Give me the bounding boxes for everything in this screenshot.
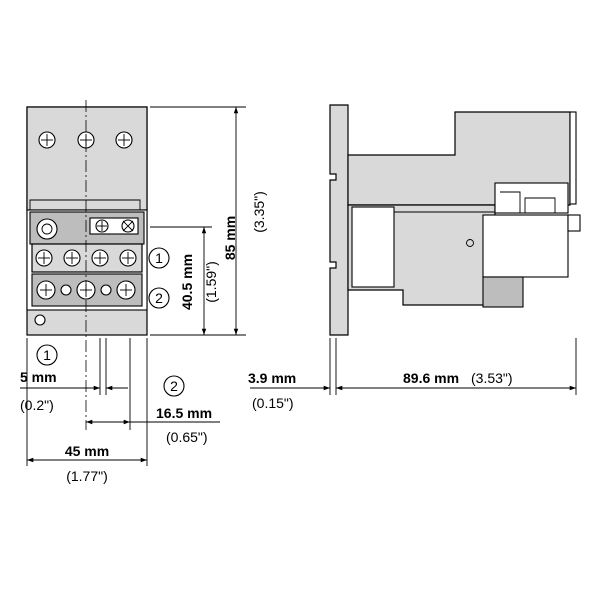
screw-icon — [38, 131, 56, 149]
marker-1 — [148, 247, 170, 269]
pitch-in-label: (0.2") — [20, 397, 54, 413]
top-screw-row — [38, 131, 133, 149]
height-mm-label: 85 mm — [222, 216, 238, 260]
width-mm-label: 45 mm — [65, 443, 109, 459]
depth-in-label: (3.53") — [471, 370, 513, 386]
terminal-screw-icon — [35, 249, 53, 267]
height-in-label: (3.35") — [251, 191, 267, 233]
terminal-height-mm-label: 40.5 mm — [179, 254, 195, 310]
relay-right-block — [482, 214, 569, 278]
side-view — [329, 104, 581, 336]
aux-screw-icon — [121, 219, 135, 233]
relay-terminal-block — [482, 276, 524, 308]
side-hole-icon — [466, 239, 474, 247]
offset-mm-label: 3.9 mm — [248, 370, 296, 386]
terminal-height-in-label: (1.59") — [203, 261, 219, 303]
front-view — [26, 100, 148, 430]
marker-1-bottom — [36, 344, 58, 366]
marker-1-label: 1 — [155, 250, 163, 266]
terminal-screw-icon — [100, 284, 112, 296]
marker-2 — [148, 287, 170, 309]
marker-2-bottom-label: 2 — [170, 378, 178, 394]
marker-2-label: 2 — [155, 290, 163, 306]
terminal-screw-icon — [63, 249, 81, 267]
relay-side-window — [351, 206, 395, 288]
mounting-hole-icon — [34, 314, 46, 326]
mounting-plate — [329, 104, 349, 336]
middle-terminal-row — [35, 249, 137, 267]
offset-in-label: (0.15") — [252, 395, 294, 411]
width-in-label: (1.77") — [66, 468, 108, 484]
marker-1-bottom-label: 1 — [43, 347, 51, 363]
aux-screw-icon — [95, 219, 109, 233]
spacing-in-label: (0.65") — [166, 429, 208, 445]
relay-top-housing — [494, 182, 569, 214]
depth-mm-label: 89.6 mm — [403, 370, 459, 386]
terminal-screw-icon — [91, 249, 109, 267]
contactor-end-cap — [569, 111, 577, 205]
terminal-screw-icon — [119, 249, 137, 267]
pitch-mm-label: 5 mm — [20, 369, 57, 385]
adjust-dial-icon — [36, 218, 58, 240]
relay-button — [567, 214, 581, 232]
terminal-screw-icon — [116, 280, 136, 300]
spacing-mm-label: 16.5 mm — [156, 405, 212, 421]
marker-2-bottom — [163, 375, 185, 397]
screw-icon — [115, 131, 133, 149]
dimension-terminal-height — [150, 226, 212, 336]
front-upper-section — [26, 106, 148, 211]
terminal-screw-icon — [60, 284, 72, 296]
terminal-screw-icon — [36, 280, 56, 300]
